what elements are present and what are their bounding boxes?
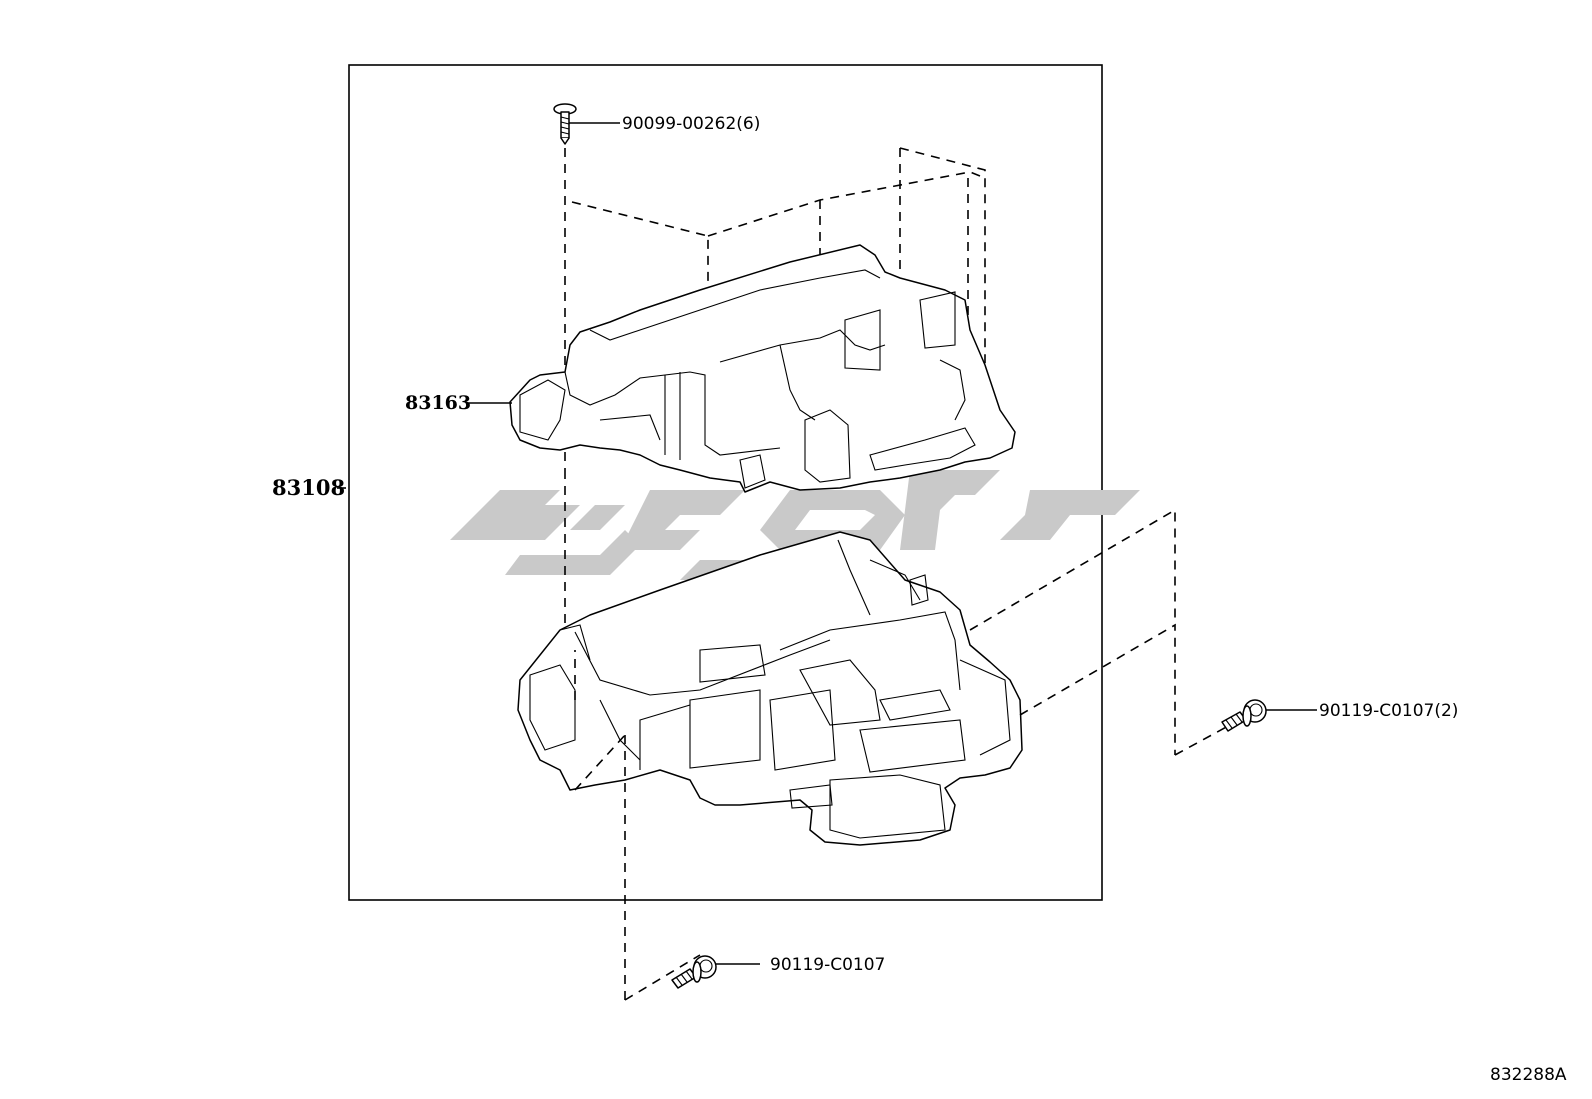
label-screw-top: 90099-00262(6) [622,114,760,134]
assembly-frame [348,64,1103,901]
label-assembly: 83108 [272,475,345,500]
label-screw-right: 90119-C0107(2) [1319,701,1458,721]
screw-icon-top [553,103,577,145]
bolt-icon-bottom [671,955,717,989]
bolt-icon-right [1221,699,1267,732]
label-screw-bottom: 90119-C0107 [770,955,885,975]
lower-case-part [517,531,1023,846]
figure-code: 832288A [1490,1065,1567,1085]
upper-case-part [509,244,1016,493]
label-upper-case: 83163 [405,392,471,414]
